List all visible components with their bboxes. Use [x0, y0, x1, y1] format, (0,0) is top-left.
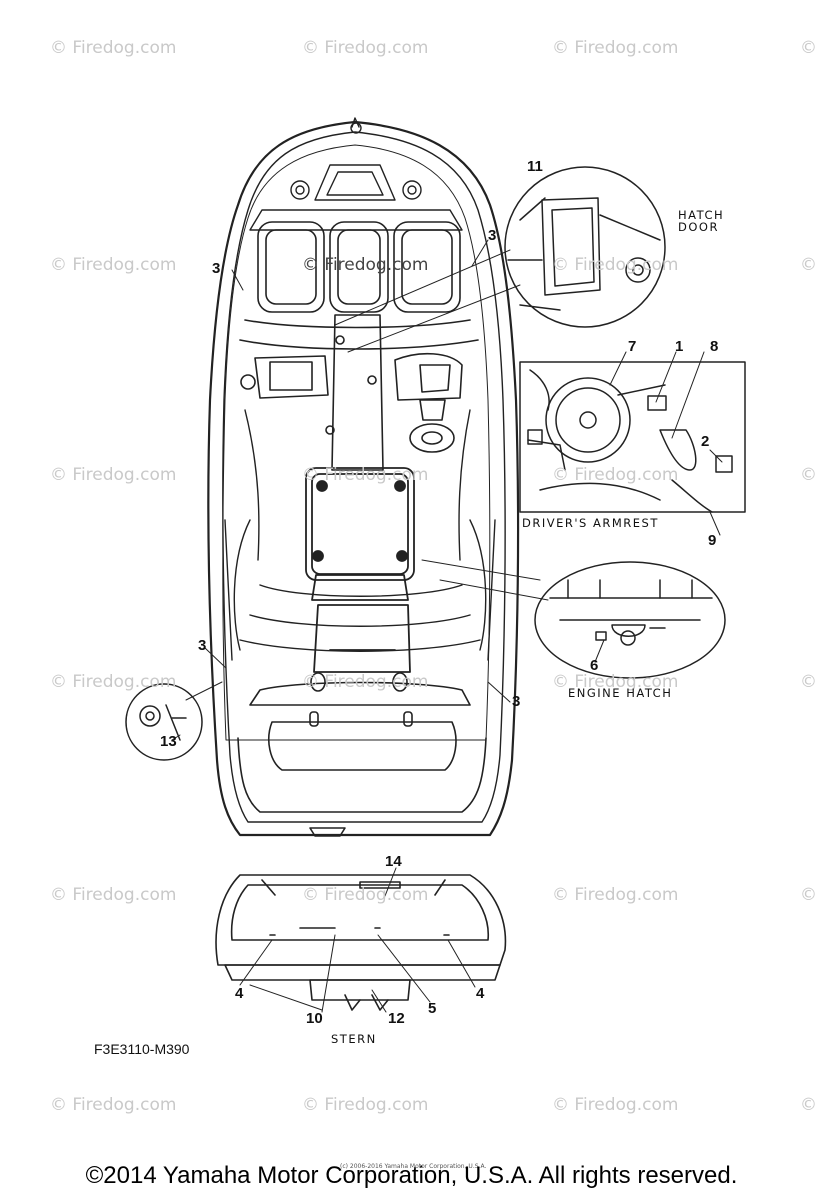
engine-hatch-top	[305, 467, 415, 673]
watermark: © Firedog.com	[552, 465, 679, 485]
callout-4: 4	[476, 985, 485, 1002]
stern-area	[237, 672, 487, 837]
bow-seats	[239, 221, 479, 350]
callout-13: 13	[160, 733, 177, 750]
callout-3: 3	[512, 693, 521, 710]
callout-6: 6	[590, 657, 599, 674]
watermark: © Firedog.com	[552, 1095, 679, 1115]
watermark: © Firedog.com	[552, 885, 679, 905]
stern-view	[215, 874, 507, 1011]
watermark: © Firedog.com	[50, 465, 177, 485]
cockpit-floor	[224, 409, 496, 661]
caption-hatch-door-line2: DOOR	[678, 220, 719, 234]
callout-2: 2	[701, 433, 710, 450]
watermark: © Firedog.com	[552, 255, 679, 275]
watermark-edge: ©	[800, 255, 817, 275]
watermark: © Firedog.com	[50, 38, 177, 58]
caption-stern: STERN	[331, 1032, 377, 1046]
leader-lines	[171, 239, 723, 1013]
watermark: © Firedog.com	[302, 38, 429, 58]
illustration-code: F3E3110-M390	[94, 1041, 190, 1057]
watermark-edge: ©	[800, 672, 817, 692]
fine-print: (c) 2006-2016 Yamaha Motor Corporation, …	[340, 1163, 487, 1170]
watermark-edge: ©	[800, 885, 817, 905]
callout-3: 3	[212, 260, 221, 277]
watermark: © Firedog.com	[552, 38, 679, 58]
callout-11: 11	[527, 158, 543, 175]
watermark: © Firedog.com	[302, 885, 429, 905]
callout-9: 9	[708, 532, 717, 549]
watermark: © Firedog.com	[50, 1095, 177, 1115]
watermark: © Firedog.com	[302, 465, 429, 485]
callout-3: 3	[488, 227, 497, 244]
watermark-edge: ©	[800, 1095, 817, 1115]
watermark: © Firedog.com	[50, 255, 177, 275]
callout-3: 3	[198, 637, 207, 654]
consoles	[240, 352, 463, 453]
callout-4: 4	[235, 985, 244, 1002]
callout-1: 1	[675, 338, 684, 355]
watermark-edge: ©	[800, 465, 817, 485]
caption-engine-hatch: ENGINE HATCH	[568, 686, 673, 700]
callout-10: 10	[306, 1010, 323, 1027]
watermark: © Firedog.com	[302, 1095, 429, 1115]
caption-hatch-door-line1: HATCH	[678, 208, 725, 222]
copyright-notice: ©2014 Yamaha Motor Corporation, U.S.A. A…	[85, 1162, 738, 1189]
callout-7: 7	[628, 338, 637, 355]
item-13-detail	[125, 683, 203, 761]
watermark: © Firedog.com	[50, 885, 177, 905]
watermark-edge: ©	[800, 38, 817, 58]
bow-details	[249, 117, 463, 231]
callout-5: 5	[428, 1000, 437, 1017]
caption-drivers-armrest: DRIVER'S ARMREST	[522, 516, 659, 530]
callout-14: 14	[385, 853, 402, 870]
watermark: © Firedog.com	[302, 255, 429, 275]
hatch-door-detail	[504, 166, 666, 328]
drivers-armrest-detail	[519, 361, 746, 513]
watermark: © Firedog.com	[302, 672, 429, 692]
watermark: © Firedog.com	[552, 672, 679, 692]
watermark: © Firedog.com	[50, 672, 177, 692]
callout-12: 12	[388, 1010, 405, 1027]
center-walkway	[325, 314, 384, 471]
engine-hatch-detail	[534, 561, 726, 679]
callout-8: 8	[710, 338, 719, 355]
